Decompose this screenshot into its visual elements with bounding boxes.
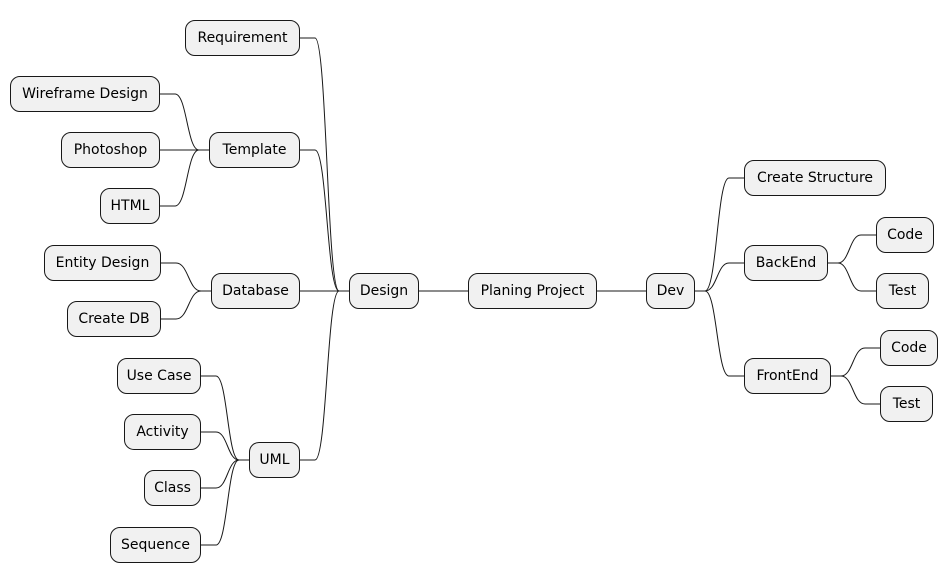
node-database: Database	[211, 273, 300, 309]
node-activity: Activity	[124, 414, 201, 450]
edge-uml-sequence	[201, 459, 249, 546]
node-frontend-test: Test	[880, 386, 933, 422]
edge-design-requirement	[300, 37, 349, 292]
edge-backend-backend-code	[828, 234, 876, 264]
node-design: Design	[349, 273, 419, 309]
edge-uml-class	[201, 459, 249, 489]
edge-dev-backend	[695, 262, 744, 292]
node-use-case: Use Case	[117, 358, 201, 394]
edge-design-uml	[300, 290, 349, 461]
node-html: HTML	[100, 188, 160, 224]
edge-frontend-frontend-code	[831, 347, 880, 377]
node-uml: UML	[249, 442, 300, 478]
edge-database-entity-design	[161, 262, 211, 292]
edge-template-html	[160, 149, 209, 207]
node-create-db: Create DB	[67, 301, 161, 337]
node-entity-design: Entity Design	[44, 245, 161, 281]
node-planing-project: Planing Project	[468, 273, 597, 309]
node-frontend: FrontEnd	[744, 358, 831, 394]
edge-frontend-frontend-test	[831, 375, 880, 405]
node-photoshop: Photoshop	[61, 132, 160, 168]
node-sequence: Sequence	[110, 527, 201, 563]
node-dev: Dev	[646, 273, 695, 309]
edge-uml-activity	[201, 431, 249, 461]
node-template: Template	[209, 132, 300, 168]
edge-dev-frontend	[695, 290, 744, 377]
edge-dev-create-structure	[695, 177, 744, 292]
node-backend: BackEnd	[744, 245, 828, 281]
edge-template-wireframe-design	[160, 93, 209, 151]
node-create-structure: Create Structure	[744, 160, 886, 196]
node-backend-test: Test	[876, 273, 929, 309]
node-backend-code: Code	[876, 217, 934, 253]
edge-backend-backend-test	[828, 262, 876, 292]
edge-uml-use-case	[201, 375, 249, 461]
node-frontend-code: Code	[880, 330, 938, 366]
edge-database-create-db	[161, 290, 211, 320]
edge-design-template	[300, 149, 349, 292]
node-wireframe-design: Wireframe Design	[10, 76, 160, 112]
node-class: Class	[144, 470, 201, 506]
node-requirement: Requirement	[185, 20, 300, 56]
